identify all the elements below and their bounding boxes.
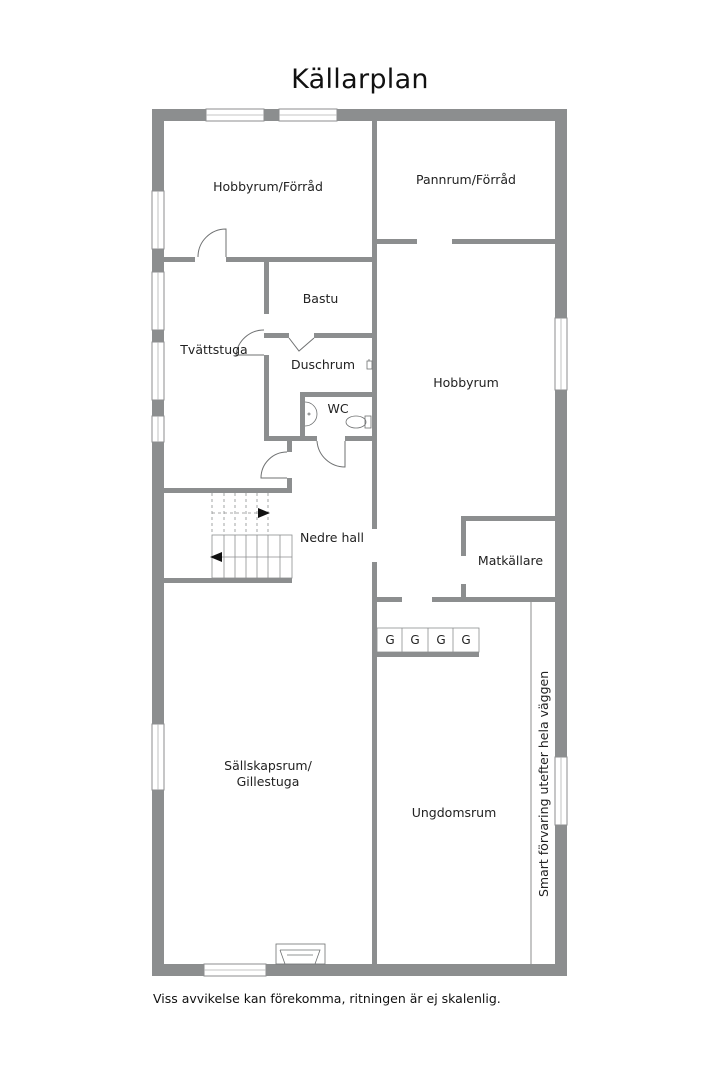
doors — [197, 228, 346, 479]
room-matkallare: Matkällare — [477, 553, 544, 568]
wardrobe-boxes — [376, 627, 480, 653]
wardrobe-label: G — [410, 633, 420, 647]
room-pannrum-forrad: Pannrum/Förråd — [416, 172, 516, 187]
room-tvattstuga: Tvättstuga — [180, 342, 248, 357]
disclaimer: Viss avvikelse kan förekomma, ritningen … — [153, 991, 501, 1006]
room-bastu: Bastu — [302, 291, 339, 306]
room-hobbyrum-forrad: Hobbyrum/Förråd — [213, 179, 323, 194]
toilet-icon — [345, 415, 372, 429]
wardrobe-label: G — [385, 633, 395, 647]
room-sallskapsrum-line1: Sällskapsrum/ — [224, 758, 312, 773]
fireplace-icon — [275, 943, 326, 965]
room-ungdomsrum: Ungdomsrum — [411, 805, 497, 820]
wardrobe-label: G — [436, 633, 446, 647]
stair-arrow-up-icon — [258, 508, 270, 518]
window-panes — [157, 114, 562, 971]
sink-icon — [304, 401, 318, 427]
stair-arrow-down-icon — [210, 552, 222, 562]
storage-note: Smart förvaring utefter hela väggen — [536, 670, 551, 897]
staircase — [211, 493, 293, 579]
plan-title: Källarplan — [291, 64, 429, 95]
room-hobbyrum: Hobbyrum — [433, 375, 499, 390]
wardrobe-label: G — [461, 633, 471, 647]
shower-icon — [366, 359, 373, 370]
room-duschrum: Duschrum — [290, 357, 356, 372]
room-wc: WC — [327, 401, 349, 416]
room-nedre-hall: Nedre hall — [299, 530, 365, 545]
room-sallskapsrum-line2: Gillestuga — [236, 774, 300, 789]
